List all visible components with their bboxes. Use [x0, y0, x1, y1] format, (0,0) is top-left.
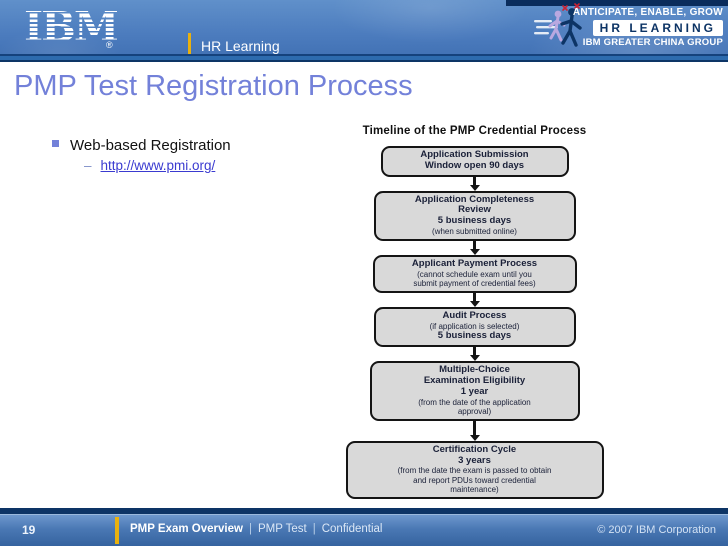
breadcrumb-separator: | — [248, 523, 252, 535]
footer-bar: 19 PMP Exam Overview | PMP Test | Confidenti… — [0, 514, 728, 546]
brand-name-badge: HR LEARNING — [592, 20, 723, 36]
step-main-line: Certification Cycle — [432, 443, 517, 455]
flowchart: Timeline of the PMP Credential Process A… — [322, 125, 627, 499]
step-main-line: 1 year — [460, 385, 489, 397]
copyright: © 2007 IBM Corporation — [597, 524, 716, 536]
header-bottom-rule — [0, 54, 728, 62]
footer-top-strip — [0, 508, 728, 514]
footer-breadcrumb: PMP Exam Overview | PMP Test | Confidential — [130, 523, 382, 535]
step-main-line: Multiple-Choice — [439, 364, 510, 376]
hr-learning-brand: ANTICIPATE, ENABLE, GROW HR LEARNING IBM… — [573, 7, 723, 48]
footer-section-primary: PMP Exam Overview — [130, 523, 243, 535]
header-yellow-divider — [188, 33, 191, 58]
registered-trademark: ® — [106, 40, 113, 50]
step-main-line: Application Submission — [420, 149, 529, 160]
ibm-logo: IBM — [24, 3, 119, 51]
bullet-item: Web-based Registration — [52, 137, 231, 154]
dash-bullet-icon: – — [84, 158, 92, 173]
down-arrow-icon — [469, 241, 480, 256]
step-note-line: (if application is selected) — [429, 322, 520, 332]
bullet-label: Web-based Registration — [70, 137, 231, 154]
step-main-line: Window open 90 days — [424, 159, 525, 171]
footer: 19 PMP Exam Overview | PMP Test | Confidenti… — [0, 508, 728, 546]
step-main-line: Audit Process — [442, 310, 507, 322]
down-arrow-icon — [469, 420, 480, 441]
step-note-line: (cannot schedule exam until you — [417, 270, 532, 280]
flowchart-step: Applicant Payment Process(cannot schedul… — [372, 255, 577, 294]
down-arrow-icon — [469, 347, 480, 362]
breadcrumb-separator: | — [312, 523, 316, 535]
step-main-line: Applicant Payment Process — [411, 258, 538, 270]
step-note-line: and report PDUs toward credential — [413, 475, 536, 485]
sub-bullet-item: –http://www.pmi.org/ — [84, 158, 215, 173]
flowchart-title: Timeline of the PMP Credential Process — [362, 125, 587, 137]
step-main-line: Examination Eligibility — [423, 374, 526, 386]
header-top-strip — [506, 0, 728, 6]
step-main-line: 5 business days — [437, 330, 512, 342]
brand-group: IBM GREATER CHINA GROUP — [582, 37, 723, 48]
bullet-square-icon — [52, 140, 59, 147]
step-note-line: approval) — [457, 406, 492, 416]
footer-section-item: Confidential — [321, 523, 383, 535]
brand-tagline: ANTICIPATE, ENABLE, GROW — [572, 7, 723, 18]
runners-icon — [534, 3, 582, 47]
step-main-line: 5 business days — [437, 215, 512, 227]
footer-section-item: PMP Test — [257, 523, 307, 535]
header: IBM ® HR Learning ANTICIPATE, ENABLE, GR… — [0, 0, 728, 62]
step-note-line: (when submitted online) — [432, 227, 517, 237]
step-main-line: Application Completeness — [414, 193, 535, 205]
step-note-line: maintenance) — [450, 484, 499, 494]
flowchart-step: Audit Process(if application is selected… — [373, 307, 576, 348]
step-note-line: submit payment of credential fees) — [413, 279, 536, 289]
page-number: 19 — [22, 523, 36, 537]
down-arrow-icon — [469, 293, 480, 308]
step-main-line: Review — [458, 204, 491, 216]
division-label: HR Learning — [201, 38, 280, 54]
step-note-line: (from the date the exam is passed to obt… — [397, 466, 552, 476]
page-title: PMP Test Registration Process — [14, 70, 413, 102]
pmi-link[interactable]: http://www.pmi.org/ — [100, 158, 216, 173]
footer-yellow-divider — [115, 517, 119, 544]
step-note-line: (from the date of the application — [418, 397, 531, 407]
down-arrow-icon — [469, 176, 480, 191]
step-main-line: 3 years — [458, 454, 491, 466]
